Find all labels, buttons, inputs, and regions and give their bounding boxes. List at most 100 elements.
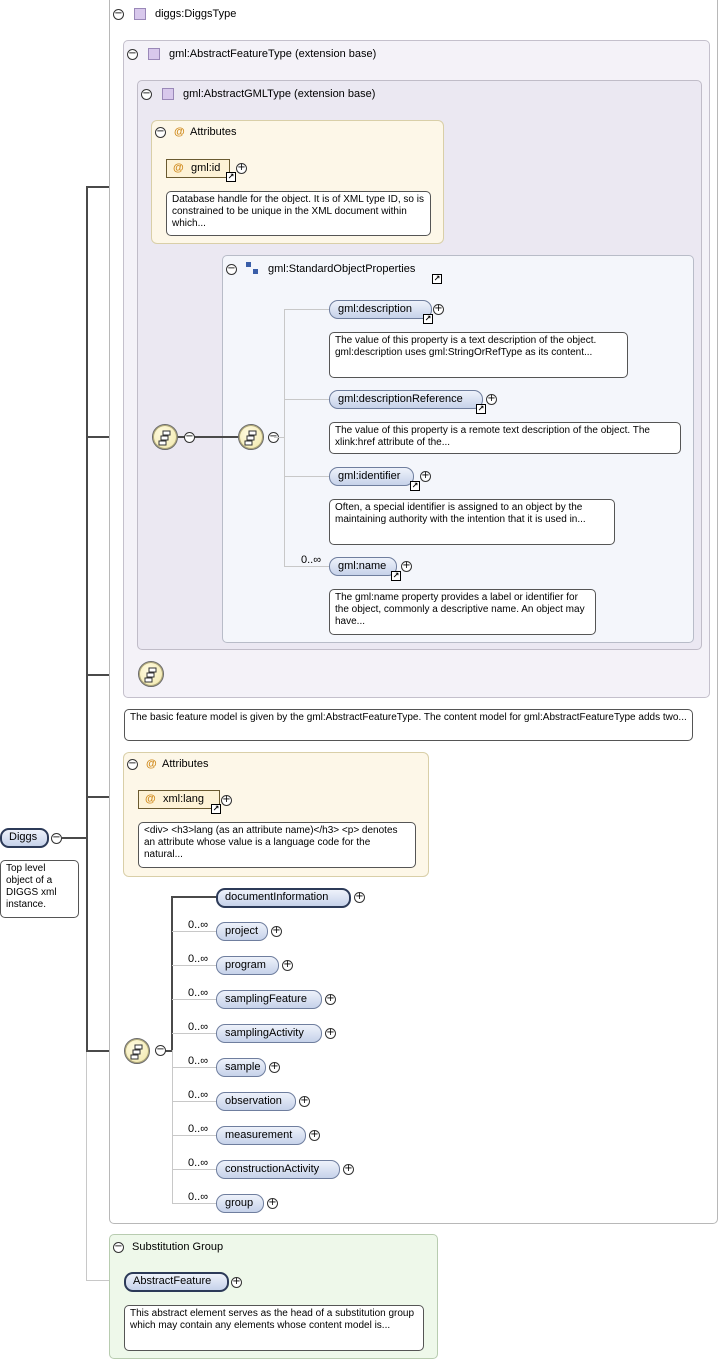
element-name: gml:description <box>338 303 412 315</box>
seq-tree-branch <box>172 965 216 966</box>
expand-icon[interactable]: + <box>433 303 444 315</box>
element-gml-identifier[interactable]: gml:identifier <box>329 467 414 486</box>
element-sample[interactable]: sample <box>216 1058 266 1077</box>
seq-to-doc-info <box>171 896 217 898</box>
abstract-gml-type-title: gml:AbstractGMLType (extension base) <box>183 88 376 100</box>
collapse-icon[interactable]: − <box>113 8 124 20</box>
collapse-icon[interactable]: − <box>155 126 166 138</box>
link-icon[interactable]: ↗ <box>391 571 401 581</box>
expand-icon[interactable]: + <box>401 560 412 572</box>
element-doc: Often, a special identifier is assigned … <box>329 499 615 545</box>
collapse-icon[interactable]: − <box>226 263 237 275</box>
expand-icon[interactable]: + <box>269 1061 280 1073</box>
gml-attributes-title: Attributes <box>190 126 237 138</box>
element-sampling-feature[interactable]: samplingFeature <box>216 990 322 1009</box>
expand-icon[interactable]: + <box>231 1276 242 1288</box>
sop-tree-branch <box>284 476 330 477</box>
expand-icon[interactable]: + <box>486 393 497 405</box>
link-icon[interactable]: ↗ <box>432 274 442 284</box>
expand-icon[interactable]: + <box>221 794 232 806</box>
attribute-icon: @ <box>174 126 185 138</box>
element-doc: The gml:name property provides a label o… <box>329 589 596 635</box>
root-doc: Top level object of a DIGGS xml instance… <box>0 860 79 918</box>
sequence-compositor-icon[interactable] <box>124 1038 150 1064</box>
seq-tree-branch <box>172 931 216 932</box>
expand-icon[interactable]: + <box>271 925 282 937</box>
link-icon[interactable]: ↗ <box>410 481 420 491</box>
sequence-compositor-icon[interactable] <box>152 424 178 450</box>
expand-icon[interactable]: + <box>420 470 431 482</box>
seq-connector <box>162 1050 172 1052</box>
attribute-doc: Database handle for the object. It is of… <box>166 191 431 236</box>
attribute-name: gml:id <box>191 162 221 174</box>
element-sampling-activity[interactable]: samplingActivity <box>216 1024 322 1043</box>
attribute-icon: @ <box>146 758 157 770</box>
link-icon[interactable]: ↗ <box>423 314 433 324</box>
collapse-icon[interactable]: − <box>127 48 138 60</box>
element-measurement[interactable]: measurement <box>216 1126 306 1145</box>
element-abstract-feature[interactable]: AbstractFeature <box>124 1272 229 1292</box>
expand-icon[interactable]: + <box>343 1163 354 1175</box>
element-project[interactable]: project <box>216 922 268 941</box>
sop-tree-stub <box>274 437 284 438</box>
element-gml-description-reference[interactable]: gml:descriptionReference <box>329 390 483 409</box>
seq-tree-branch <box>172 999 216 1000</box>
subst-connector-h <box>86 1280 126 1281</box>
element-gml-description[interactable]: gml:description <box>329 300 432 319</box>
seq-tree-branch <box>172 1067 216 1068</box>
expand-icon[interactable]: + <box>236 162 247 174</box>
collapse-icon[interactable]: − <box>51 832 62 844</box>
abstract-feature-type-title: gml:AbstractFeatureType (extension base) <box>169 48 377 60</box>
element-name: gml:descriptionReference <box>338 393 463 405</box>
element-name: samplingActivity <box>225 1027 304 1039</box>
substitution-doc: This abstract element serves as the head… <box>124 1305 424 1351</box>
diggs-type-title: diggs:DiggsType <box>155 8 237 20</box>
seq-tree-branch <box>172 1033 216 1034</box>
seq-tree-branch <box>172 1203 216 1204</box>
occurrence-label: 0..∞ <box>188 1089 209 1101</box>
element-document-information[interactable]: documentInformation <box>216 888 351 908</box>
element-name: project <box>225 925 259 937</box>
attribute-xml-lang[interactable]: @ xml:lang <box>138 790 220 809</box>
expand-icon[interactable]: + <box>309 1129 320 1141</box>
attribute-gml-id[interactable]: @ gml:id <box>166 159 230 178</box>
element-observation[interactable]: observation <box>216 1092 296 1111</box>
expand-icon[interactable]: + <box>325 993 336 1005</box>
sequence-compositor-icon[interactable] <box>238 424 264 450</box>
expand-icon[interactable]: + <box>354 891 365 903</box>
element-name: gml:identifier <box>338 470 401 482</box>
expand-icon[interactable]: + <box>299 1095 310 1107</box>
collapse-icon[interactable]: − <box>155 1044 166 1056</box>
seq-tree-branch <box>172 1169 216 1170</box>
sop-connector <box>178 436 238 438</box>
element-name: measurement <box>225 1129 293 1141</box>
occurrence-label: 0..∞ <box>301 554 322 566</box>
element-gml-name[interactable]: gml:name <box>329 557 397 576</box>
expand-icon[interactable]: + <box>282 959 293 971</box>
expand-icon[interactable]: + <box>325 1027 336 1039</box>
element-name: gml:name <box>338 560 387 572</box>
element-name: AbstractFeature <box>133 1275 212 1287</box>
link-icon[interactable]: ↗ <box>211 804 221 814</box>
element-name: program <box>225 959 266 971</box>
element-name: Diggs <box>9 831 38 843</box>
collapse-icon[interactable]: − <box>127 758 138 770</box>
root-element-diggs[interactable]: Diggs <box>0 828 49 848</box>
link-icon[interactable]: ↗ <box>226 172 236 182</box>
lang-attributes-title: Attributes <box>162 758 209 770</box>
expand-icon[interactable]: + <box>267 1197 278 1209</box>
link-icon[interactable]: ↗ <box>476 404 486 414</box>
collapse-icon[interactable]: − <box>184 431 195 443</box>
sequence-compositor-icon[interactable] <box>138 661 164 687</box>
element-name: observation <box>225 1095 282 1107</box>
occurrence-label: 0..∞ <box>188 1021 209 1033</box>
element-program[interactable]: program <box>216 956 279 975</box>
collapse-icon[interactable]: − <box>113 1241 124 1253</box>
trunk-line <box>86 186 88 1051</box>
element-doc: The value of this property is a remote t… <box>329 422 681 454</box>
collapse-icon[interactable]: − <box>141 88 152 100</box>
occurrence-label: 0..∞ <box>188 1055 209 1067</box>
element-construction-activity[interactable]: constructionActivity <box>216 1160 340 1179</box>
element-name: group <box>225 1197 254 1209</box>
element-group[interactable]: group <box>216 1194 264 1213</box>
